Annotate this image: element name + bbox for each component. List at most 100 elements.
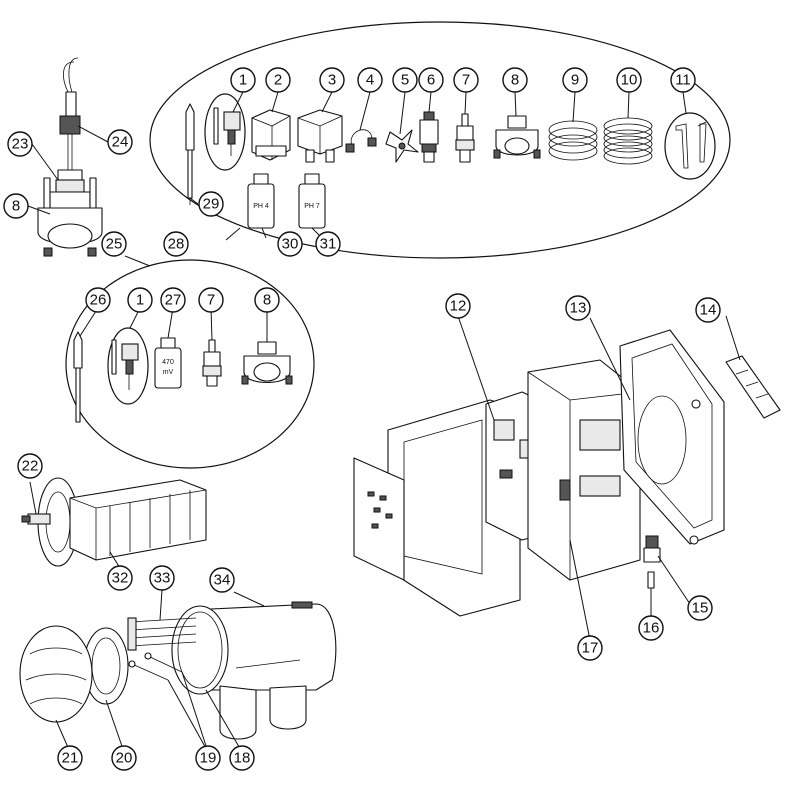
callout-31: 31 — [315, 231, 341, 257]
callout-5: 5 — [392, 67, 418, 93]
svg-text:3: 3 — [328, 72, 336, 89]
callout-15: 15 — [687, 595, 713, 621]
svg-text:9: 9 — [571, 72, 579, 89]
callout-1-redox: 1 — [127, 287, 153, 313]
callout-32: 32 — [107, 565, 133, 591]
svg-text:10: 10 — [621, 72, 638, 89]
cell-o-ring — [177, 611, 223, 689]
svg-text:7: 7 — [207, 292, 215, 309]
buffer-ph4-label: PH 4 — [253, 203, 269, 210]
callout-33: 33 — [149, 565, 175, 591]
callout-34: 34 — [209, 567, 235, 593]
fuse — [647, 571, 655, 589]
svg-text:23: 23 — [12, 136, 29, 153]
callout-18: 18 — [229, 745, 255, 771]
svg-text:28: 28 — [168, 236, 185, 253]
callout-4: 4 — [357, 67, 383, 93]
svg-text:8: 8 — [12, 198, 20, 215]
callout-16: 16 — [638, 615, 664, 641]
pipe-saddle-clamp — [493, 115, 541, 159]
probe-kit-card — [213, 107, 241, 156]
cell-body — [171, 601, 337, 740]
svg-text:34: 34 — [214, 572, 231, 589]
svg-text:5: 5 — [401, 72, 409, 89]
svg-text:29: 29 — [203, 196, 220, 213]
svg-text:2: 2 — [274, 72, 282, 89]
probe-kit-card-redox — [111, 339, 139, 390]
cable-gland — [643, 535, 661, 563]
callout-11: 11 — [670, 67, 696, 93]
svg-text:12: 12 — [450, 298, 467, 315]
svg-text:32: 32 — [112, 570, 129, 587]
svg-text:16: 16 — [643, 620, 660, 637]
probe-kit-card-outline-top — [204, 93, 246, 171]
svg-text:1: 1 — [239, 72, 247, 89]
svg-text:20: 20 — [116, 750, 133, 767]
svg-text:25: 25 — [106, 236, 123, 253]
pipe-saddle-clamp-left — [37, 207, 103, 257]
redox-probe — [73, 331, 83, 423]
callout-1: 1 — [230, 67, 256, 93]
callout-19: 19 — [195, 745, 221, 771]
cell-assembly — [19, 601, 337, 740]
rear-housing — [619, 329, 725, 545]
svg-text:1: 1 — [136, 292, 144, 309]
wall-bracket — [725, 355, 781, 419]
callout-21: 21 — [57, 745, 83, 771]
callout-26: 26 — [85, 287, 111, 313]
callout-12: 12 — [445, 293, 471, 319]
probe-fitting-redox — [202, 339, 222, 387]
svg-text:4: 4 — [366, 72, 374, 89]
svg-text:21: 21 — [62, 750, 79, 767]
svg-text:22: 22 — [22, 458, 39, 475]
callout-22: 22 — [17, 453, 43, 479]
callout-14: 14 — [695, 297, 721, 323]
callout-23: 23 — [7, 131, 33, 157]
probe-holder-housing — [251, 109, 291, 161]
callout-6: 6 — [418, 67, 444, 93]
callout-7-redox: 7 — [198, 287, 224, 313]
probe-assembly-left — [37, 57, 103, 257]
cell-cap — [19, 625, 93, 723]
svg-text:17: 17 — [582, 640, 599, 657]
callout-3: 3 — [319, 67, 345, 93]
svg-text:13: 13 — [570, 300, 587, 317]
svg-text:26: 26 — [90, 292, 107, 309]
buffer-ph4: PH 4 — [247, 173, 275, 229]
star-fitting — [385, 129, 419, 163]
callout-24: 24 — [107, 129, 133, 155]
buffer-ph7-label: PH 7 — [304, 203, 320, 210]
svg-text:7: 7 — [462, 72, 470, 89]
power-board — [527, 359, 641, 581]
svg-text:18: 18 — [234, 750, 251, 767]
cell-screws — [128, 652, 183, 681]
tube-connector — [345, 129, 377, 153]
redox-kit-group-outline — [65, 259, 315, 469]
probe-kit-card-outline-redox — [107, 327, 149, 405]
callout-13: 13 — [565, 295, 591, 321]
callout-30: 30 — [277, 231, 303, 257]
callout-9: 9 — [562, 67, 588, 93]
callout-8: 8 — [502, 67, 528, 93]
electrode-pack — [21, 477, 207, 567]
callout-8-left: 8 — [3, 193, 29, 219]
electrode-plates — [127, 617, 197, 651]
leader-lines — [27, 91, 741, 753]
svg-text:8: 8 — [263, 292, 271, 309]
svg-text:31: 31 — [320, 236, 337, 253]
callout-7: 7 — [453, 67, 479, 93]
probe-adapter — [55, 169, 85, 193]
hex-keys-outline — [664, 112, 716, 180]
callout-27: 27 — [160, 287, 186, 313]
buffer-ph7: PH 7 — [298, 173, 326, 229]
probe-cable-nut — [59, 115, 81, 135]
svg-text:30: 30 — [282, 236, 299, 253]
probe-fitting — [455, 113, 475, 163]
electrode-terminal — [21, 513, 51, 525]
svg-text:11: 11 — [675, 72, 691, 89]
coiled-tube-large — [548, 120, 598, 161]
callout-29: 29 — [198, 191, 224, 217]
keypad-overlay — [353, 457, 405, 581]
svg-text:15: 15 — [692, 600, 709, 617]
callout-10: 10 — [616, 67, 642, 93]
